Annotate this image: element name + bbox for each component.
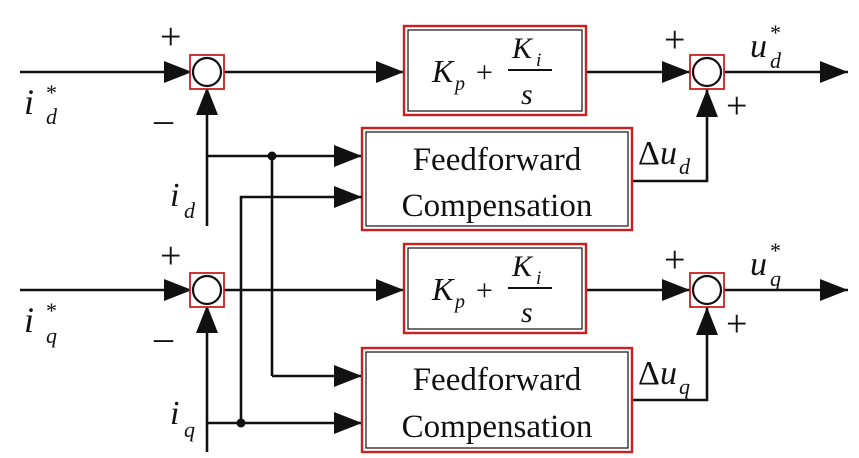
sign-plus-out-top-d: + [664, 19, 685, 61]
arrow-du-d [696, 89, 718, 117]
pi-kp-q: K [431, 271, 455, 307]
arrow-ref-q [164, 279, 192, 301]
pi-ki-d: K [511, 32, 534, 65]
arrow-ff-in1-d [334, 145, 362, 167]
sign-plus-out-right-q: + [726, 303, 747, 345]
label-fb-d: i [170, 177, 179, 214]
label-out-d-sub: d [770, 48, 782, 73]
label-ref-d: i [24, 82, 34, 122]
sign-plus-out-top-q: + [664, 239, 685, 281]
label-fb-q-sub: q [184, 417, 195, 442]
ff-label-line2-q: Compensation [402, 409, 593, 445]
ff-label-line1-d: Feedforward [413, 142, 582, 178]
ff-label-line1-q: Feedforward [413, 362, 582, 398]
summing-junction-d [191, 56, 223, 88]
label-du-d: u [660, 135, 677, 172]
arrow-pi-d [376, 61, 404, 83]
wire-cross-q-to-dff [239, 195, 362, 423]
pi-block-d [402, 24, 588, 117]
ff-block-inner-q [365, 351, 629, 449]
pi-ki-sub-d: i [536, 50, 541, 71]
pi-block-inner-d [407, 29, 583, 112]
summing-junction-out-q [691, 274, 723, 306]
ff-label-line2-d: Compensation [402, 188, 593, 224]
summing-junction-q [191, 274, 223, 306]
wire-du-q [632, 307, 709, 402]
arrow-fb-d [196, 87, 218, 115]
arrow-du-q [696, 307, 718, 335]
arrow-sum2-q [662, 279, 690, 301]
label-du-q-delta: Δ [638, 355, 660, 392]
pi-kp-d: K [431, 53, 455, 89]
pi-expression-d: K p + K i s [431, 32, 552, 111]
summing-junction-out-d [691, 56, 723, 88]
sign-minus-q: – [153, 317, 174, 359]
sign-plus-d: + [160, 16, 181, 58]
label-out-d: u [750, 28, 767, 65]
pi-block-inner-q [407, 247, 583, 330]
label-out-q-sup: * [770, 238, 781, 263]
pi-plus-d: + [476, 56, 493, 89]
label-ref-q-sub: q [46, 323, 57, 348]
label-out-q-sub: q [770, 266, 781, 291]
label-ref-d-sup: * [46, 80, 57, 105]
label-du-d-delta: Δ [638, 135, 660, 172]
label-ref-q: i [24, 300, 34, 340]
ff-block-inner-d [365, 131, 629, 227]
pi-s-d: s [521, 78, 533, 111]
pi-s-q: s [521, 296, 533, 329]
pi-ki-q: K [511, 250, 534, 283]
sign-plus-q: + [160, 235, 181, 277]
label-du-q: u [660, 355, 677, 392]
label-ref-d-sub: d [46, 104, 58, 129]
arrow-fb-q [196, 305, 218, 333]
label-du-q-sub: q [679, 374, 690, 399]
pi-block-q [402, 242, 588, 335]
pi-kp-sub-q: p [453, 291, 465, 313]
sign-minus-d: – [153, 99, 174, 141]
arrow-out-d [820, 61, 848, 83]
d-axis: K p + K i s Feedforward Compensation i d… [20, 16, 848, 387]
arrow-sum2-d [662, 61, 690, 83]
label-out-q: u [750, 246, 767, 283]
ff-block-q [360, 346, 634, 454]
q-axis: K p + K i s Feedforward Compensation i q… [20, 186, 848, 454]
label-du-d-sub: d [679, 154, 691, 179]
arrow-ff-in2-d [334, 186, 362, 208]
arrow-ref-d [164, 61, 192, 83]
sign-plus-out-right-d: + [726, 85, 747, 127]
arrow-qff-in1 [334, 365, 362, 387]
pi-expression-q: K p + K i s [431, 250, 552, 329]
wire-du-d [632, 89, 709, 183]
ff-block-d [360, 126, 634, 232]
pi-kp-sub-d: p [453, 73, 465, 95]
label-fb-d-sub: d [184, 198, 196, 223]
pi-plus-q: + [476, 274, 493, 307]
label-out-d-sup: * [770, 20, 781, 45]
label-ref-q-sup: * [46, 298, 57, 323]
arrow-pi-q [376, 279, 404, 301]
pi-ki-sub-q: i [536, 268, 541, 289]
arrow-out-q [820, 279, 848, 301]
arrow-qff-in2 [334, 412, 362, 434]
label-fb-q: i [170, 395, 179, 432]
